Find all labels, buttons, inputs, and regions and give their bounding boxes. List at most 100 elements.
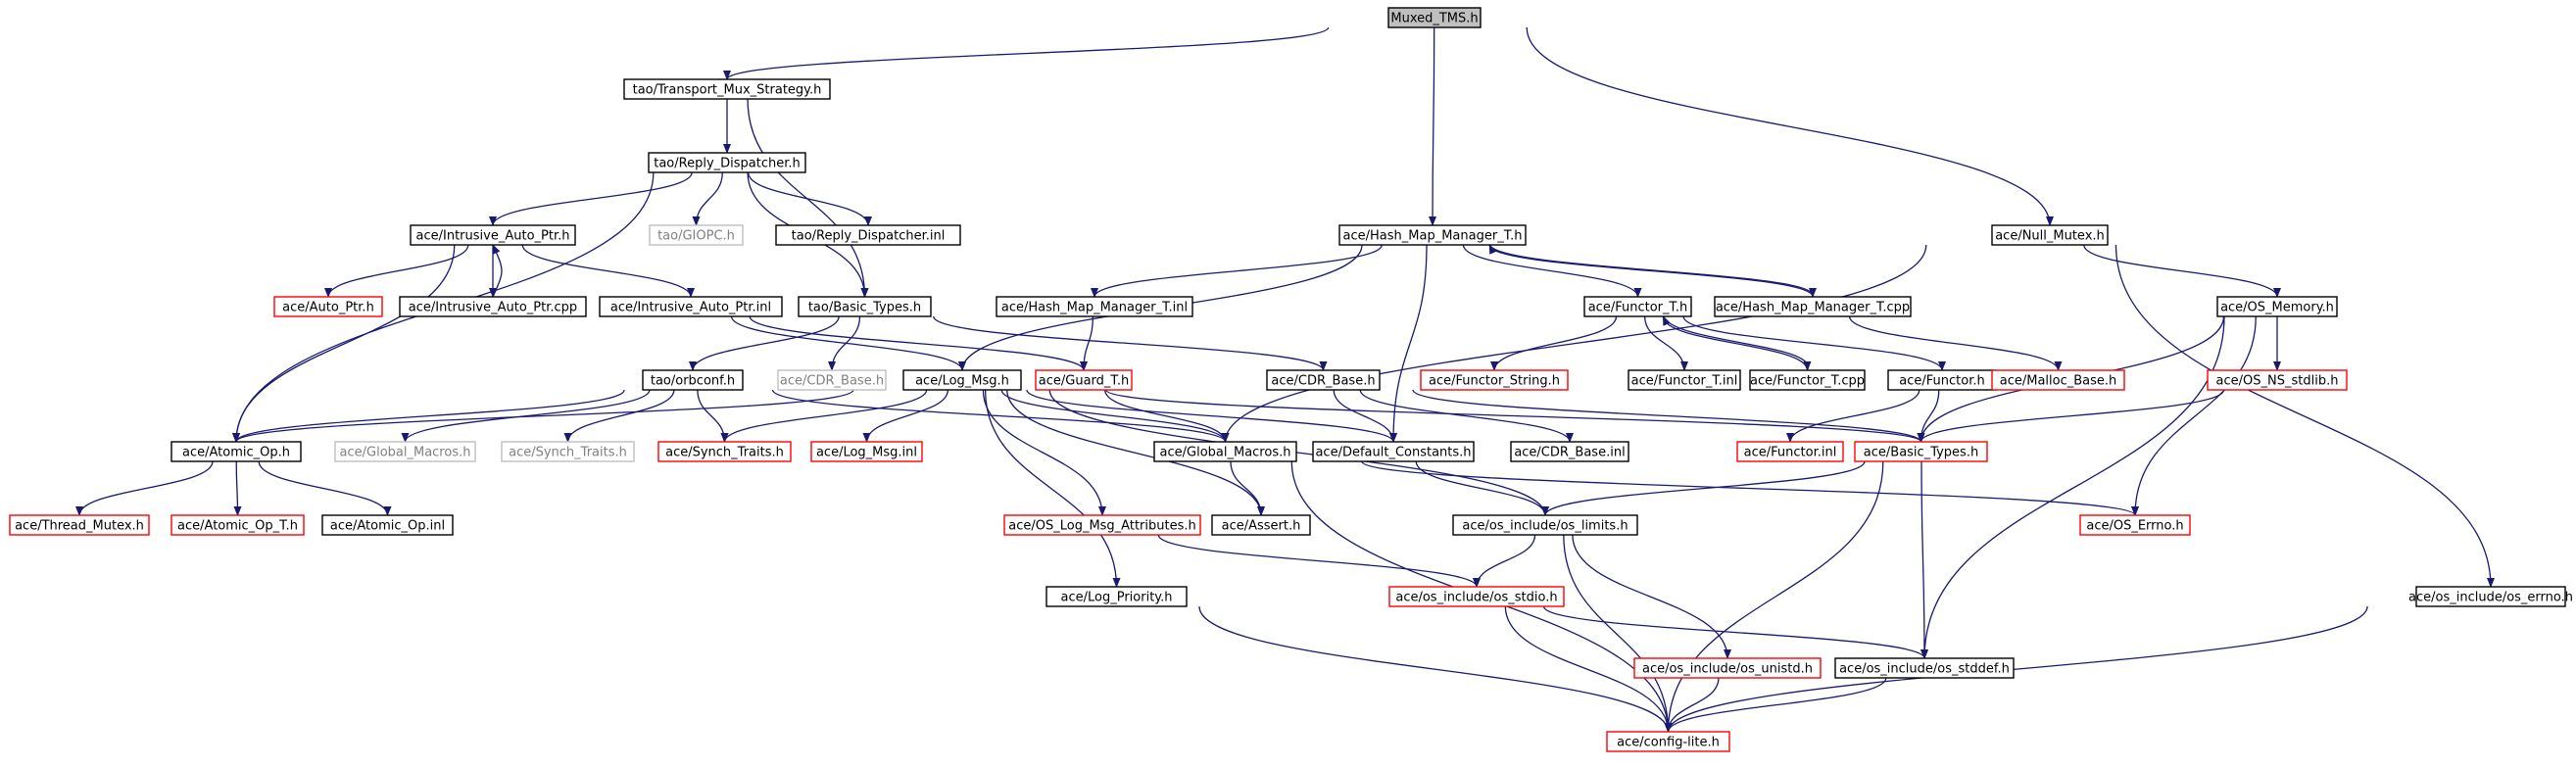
edge-os_stddef-to-config_lite — [1664, 677, 1887, 733]
node-box — [1749, 369, 1866, 391]
edge-hmm_inl-to-guard — [1080, 315, 1094, 371]
edge-functor-to-functor_inl — [1786, 389, 1920, 443]
node-hmm[interactable]: ace/Hash_Map_Manager_T.h — [1338, 224, 1527, 246]
node-os-errno[interactable]: ace/os_include/os_errno.h — [2408, 586, 2573, 607]
node-functor-string[interactable]: ace/Functor_String.h — [1420, 369, 1569, 391]
edge-os_limits-to-os_unistd — [1572, 534, 1731, 659]
node-cdr-base-gray: ace/CDR_Base.h — [777, 369, 887, 391]
node-malloc-base[interactable]: ace/Malloc_Base.h — [1991, 369, 2125, 391]
node-muxed[interactable]: Muxed_TMS.h — [1387, 7, 1482, 28]
node-box — [2079, 514, 2191, 536]
node-auto-ptr[interactable]: ace/Auto_Ptr.h — [273, 296, 383, 317]
node-label: ace/Intrusive_Auto_Ptr.h — [416, 229, 570, 244]
node-box — [902, 369, 1022, 391]
node-log-msg[interactable]: ace/Log_Msg.h — [902, 369, 1022, 391]
node-box — [1991, 224, 2109, 246]
node-os-log-attr[interactable]: ace/OS_Log_Msg_Attributes.h — [1003, 514, 1201, 536]
node-reply[interactable]: tao/Reply_Dispatcher.h — [648, 152, 806, 173]
edge-functor_t_cpp-to-functor_t — [1662, 315, 1809, 371]
node-atomic-inl[interactable]: ace/Atomic_Op.inl — [321, 514, 454, 536]
node-box — [996, 296, 1193, 317]
node-global-gray: ace/Global_Macros.h — [334, 441, 476, 462]
node-default-const[interactable]: ace/Default_Constants.h — [1312, 441, 1475, 462]
node-synch-red[interactable]: ace/Synch_Traits.h — [657, 441, 792, 462]
node-os-stdio[interactable]: ace/os_include/os_stdio.h — [1388, 586, 1565, 607]
node-log-msg-inl[interactable]: ace/Log_Msg.inl — [810, 441, 923, 462]
node-label: ace/Thread_Mutex.h — [15, 519, 144, 534]
node-functor-t-cpp[interactable]: ace/Functor_T.cpp — [1749, 369, 1866, 391]
node-label: tao/Transport_Mux_Strategy.h — [633, 83, 822, 98]
node-assert[interactable]: ace/Assert.h — [1211, 514, 1311, 536]
node-label: tao/Basic_Types.h — [808, 301, 921, 315]
node-functor-t-inl[interactable]: ace/Functor_T.inl — [1628, 369, 1741, 391]
node-log-priority[interactable]: ace/Log_Priority.h — [1045, 586, 1188, 607]
node-label: ace/Basic_Types.h — [1864, 446, 1978, 460]
node-os-limits[interactable]: ace/os_include/os_limits.h — [1452, 514, 1638, 536]
node-label: ace/OS_Errno.h — [2086, 519, 2183, 534]
edge-log_msg-to-os_log_attr — [982, 389, 1106, 516]
node-atomic-t[interactable]: ace/Atomic_Op_T.h — [170, 514, 305, 536]
node-os-stddef[interactable]: ace/os_include/os_stddef.h — [1834, 657, 2015, 679]
node-cdr-base[interactable]: ace/CDR_Base.h — [1266, 369, 1381, 391]
node-functor[interactable]: ace/Functor.h — [1887, 369, 1997, 391]
node-label: ace/Hash_Map_Manager_T.h — [1343, 229, 1523, 244]
node-global[interactable]: ace/Global_Macros.h — [1153, 441, 1297, 462]
node-iap[interactable]: ace/Intrusive_Auto_Ptr.h — [410, 224, 576, 246]
edge-ace_basic-to-config_lite — [1664, 460, 1884, 733]
edge-log_msg-to-log_priority — [984, 389, 1121, 588]
edge-os_ns_stdlib-to-ace_basic — [1917, 389, 2225, 443]
node-label: ace/CDR_Base.h — [1271, 374, 1375, 389]
node-atomic[interactable]: ace/Atomic_Op.h — [170, 441, 302, 462]
node-label: ace/Atomic_Op_T.h — [177, 519, 298, 534]
edge-default_const-to-os_limits — [1415, 460, 1549, 516]
node-box — [599, 296, 783, 317]
edge-tao_basic-to-cdr_base_gray — [828, 315, 861, 371]
node-label: ace/Global_Macros.h — [340, 446, 471, 460]
node-label: ace/Functor_T.h — [1588, 301, 1688, 315]
node-tao-basic[interactable]: tao/Basic_Types.h — [798, 296, 932, 317]
node-null-mutex[interactable]: ace/Null_Mutex.h — [1991, 224, 2109, 246]
node-config-lite[interactable]: ace/config-lite.h — [1606, 731, 1730, 752]
edge-global-to-os_errno_red — [1361, 460, 2139, 516]
node-label: ace/Atomic_Op.inl — [330, 519, 445, 534]
edge-functor_t-to-functor_t_cpp — [1662, 315, 1812, 371]
node-box — [2207, 369, 2348, 391]
node-box — [657, 441, 792, 462]
node-box — [1510, 441, 1629, 462]
node-os-ns-stdlib[interactable]: ace/OS_NS_stdlib.h — [2207, 369, 2348, 391]
node-label: ace/OS_Memory.h — [2220, 301, 2334, 315]
node-thread-mutex[interactable]: ace/Thread_Mutex.h — [9, 514, 150, 536]
node-reply-inl[interactable]: tao/Reply_Dispatcher.inl — [775, 224, 961, 246]
node-hmm-cpp[interactable]: ace/Hash_Map_Manager_T.cpp — [1714, 296, 1912, 317]
node-hmm-inl[interactable]: ace/Hash_Map_Manager_T.inl — [996, 296, 1193, 317]
node-os-memory[interactable]: ace/OS_Memory.h — [2216, 296, 2338, 317]
edge-log_msg-to-os_limits — [1048, 389, 1549, 516]
node-os-errno-red[interactable]: ace/OS_Errno.h — [2079, 514, 2191, 536]
node-ace-basic[interactable]: ace/Basic_Types.h — [1854, 441, 1988, 462]
node-label: tao/GIOPC.h — [657, 229, 735, 244]
node-iap-inl[interactable]: ace/Intrusive_Auto_Ptr.inl — [599, 296, 783, 317]
node-orbconf[interactable]: tao/orbconf.h — [642, 369, 744, 391]
node-label: ace/Hash_Map_Manager_T.cpp — [1716, 301, 1910, 315]
node-label: ace/os_include/os_errno.h — [2408, 591, 2573, 605]
edge-log_msg-to-atomic — [232, 389, 854, 443]
edge-os_errno-to-config_lite — [1664, 605, 2368, 733]
edge-ace_basic-to-os_limits — [1541, 460, 1866, 516]
node-functor-inl[interactable]: ace/Functor.inl — [1736, 441, 1844, 462]
node-box — [1628, 369, 1741, 391]
node-label: ace/OS_NS_stdlib.h — [2216, 374, 2339, 389]
node-label: ace/Functor.h — [1899, 374, 1984, 389]
node-guard[interactable]: ace/Guard_T.h — [1035, 369, 1133, 391]
node-tms[interactable]: tao/Transport_Mux_Strategy.h — [623, 78, 831, 100]
node-cdr-base-inl[interactable]: ace/CDR_Base.inl — [1510, 441, 1629, 462]
node-os-unistd[interactable]: ace/os_include/os_unistd.h — [1633, 657, 1822, 679]
node-box — [1312, 441, 1475, 462]
node-functor-t[interactable]: ace/Functor_T.h — [1583, 296, 1692, 317]
edge-iap-to-iap_inl — [521, 244, 695, 298]
node-label: ace/Intrusive_Auto_Ptr.cpp — [409, 301, 577, 315]
node-box — [321, 514, 454, 536]
edge-tao_basic-to-orbconf — [689, 315, 840, 371]
node-label: ace/Hash_Map_Manager_T.inl — [1001, 301, 1188, 315]
edge-log_msg-to-global — [1000, 389, 1230, 443]
node-iap-cpp[interactable]: ace/Intrusive_Auto_Ptr.cpp — [399, 296, 587, 317]
